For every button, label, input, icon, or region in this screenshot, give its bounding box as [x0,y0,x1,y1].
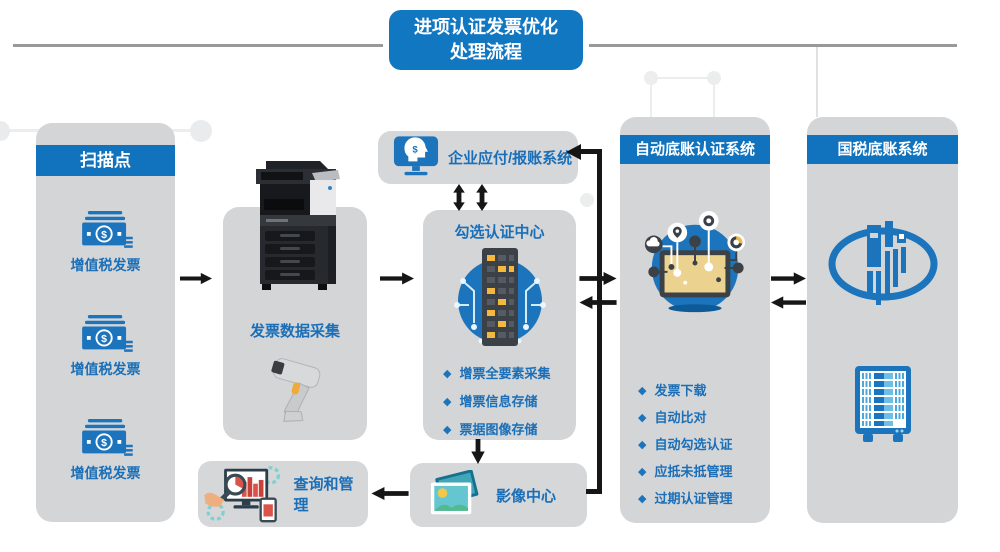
decor-line [651,77,714,79]
diamond-bullet-icon [443,393,459,408]
diagram-title-line2: 处理流程 [450,42,522,62]
arrow-tax-to-auto [771,296,806,309]
arrow-check-to-auto [579,272,617,285]
barcode-scanner-image [271,358,321,422]
diamond-bullet-icon [638,490,654,505]
decor-circle [0,121,10,141]
erp-box-label: 企业应付/报账系统 [448,150,573,167]
check-center-title: 勾选认证中心 [454,224,545,241]
scan-panel: 扫描点 $ 增值税发票 [36,123,175,522]
svg-text:$: $ [101,229,107,241]
check-center-panel: 勾选认证中心 [423,210,576,440]
bullet-item: 增票信息存储 [443,386,572,414]
collect-panel: 发票数据采集 [223,207,367,440]
bullet-text: 自动勾选认证 [654,437,733,452]
monitor-finance-icon: $ [393,136,439,176]
bullet-item: 应抵未抵管理 [638,457,768,484]
bullet-text: 应抵未抵管理 [654,464,733,479]
vat-invoice-money-icon: $ [81,315,133,352]
erp-box: $ 企业应付/报账系统 [378,131,578,184]
decor-line [713,85,715,117]
diagram-title-line1: 进项认证发票优化 [414,17,558,37]
photos-icon [430,470,479,515]
arrow-check-to-imagecenter [471,439,485,464]
diamond-bullet-icon [638,382,654,397]
copier-printer-image [256,161,340,290]
decor-circle [707,71,721,85]
bullet-text: 票据图像存储 [459,421,538,437]
double-arrow-vertical [453,184,465,211]
diamond-bullet-icon [443,421,459,436]
vat-invoice-label: 增值税发票 [70,257,141,273]
elbow-line-top [581,149,602,154]
query-analytics-icon [204,466,281,523]
elbow-line-vertical [597,149,602,494]
arrow-auto-to-check [579,296,617,309]
elbow-line-bottom [586,489,602,494]
bullet-text: 过期认证管理 [654,491,733,506]
double-arrow-vertical [476,184,488,211]
bullet-text: 增票全要素采集 [459,365,551,381]
bullet-item: 增票全要素采集 [443,358,572,386]
bullet-text: 自动比对 [654,410,707,425]
diagram-title: 进项认证发票优化 处理流程 [389,10,583,70]
diamond-bullet-icon [443,365,459,380]
image-center-box: 影像中心 [410,463,587,527]
auto-cert-bullet-list: 发票下载 自动比对 自动勾选认证 应抵未抵管理 过期认证管理 [638,376,768,511]
diamond-bullet-icon [638,409,654,424]
tax-bureau-emblem-icon [828,221,938,305]
decor-line [816,47,818,117]
network-laptop-icon [644,210,746,313]
arrow-collect-to-check [380,272,414,285]
vat-invoice-money-icon: $ [81,419,133,456]
elbow-arrowhead-left [566,143,581,160]
diamond-bullet-icon [638,463,654,478]
bullet-item: 发票下载 [638,376,768,403]
scan-panel-header: 扫描点 [36,145,175,176]
vat-invoice-item: $ 增值税发票 [36,315,175,379]
auto-cert-panel: 自动底账认证系统 [620,117,770,523]
svg-text:$: $ [101,437,107,449]
decor-line [650,85,652,117]
decor-circle [580,193,594,207]
bullet-text: 增票信息存储 [459,393,538,409]
bullet-item: 过期认证管理 [638,484,768,511]
server-circuit-icon [454,248,546,346]
bullet-item: 自动勾选认证 [638,430,768,457]
arrow-auto-to-tax [771,272,806,285]
vat-invoice-money-icon: $ [81,211,133,248]
svg-text:$: $ [101,333,107,345]
svg-text:$: $ [412,145,418,156]
check-center-bullet-list: 增票全要素采集 增票信息存储 票据图像存储 [443,358,572,442]
top-divider-line-left [13,44,383,47]
bullet-item: 票据图像存储 [443,414,572,442]
arrow-scan-to-collect [180,272,212,285]
tax-panel: 国税底账系统 [807,117,958,523]
query-box: 查询和管理 [198,461,368,527]
arrow-imagecenter-to-query [371,487,409,500]
bullet-item: 自动比对 [638,403,768,430]
decor-circle [190,120,212,142]
vat-invoice-label: 增值税发票 [70,361,141,377]
collect-panel-label: 发票数据采集 [249,323,340,340]
image-center-label: 影像中心 [496,487,557,505]
bullet-text: 发票下载 [654,383,707,398]
auto-cert-panel-header: 自动底账认证系统 [620,135,770,164]
vat-invoice-item: $ 增值税发票 [36,419,175,483]
decor-circle [644,71,658,85]
vat-invoice-label: 增值税发票 [70,465,141,481]
query-box-label: 查询和管理 [293,476,354,514]
tax-panel-header: 国税底账系统 [807,135,958,164]
vat-invoice-item: $ 增值税发票 [36,211,175,275]
server-rack-icon [855,366,911,442]
top-divider-line-right [589,44,957,47]
diamond-bullet-icon [638,436,654,451]
